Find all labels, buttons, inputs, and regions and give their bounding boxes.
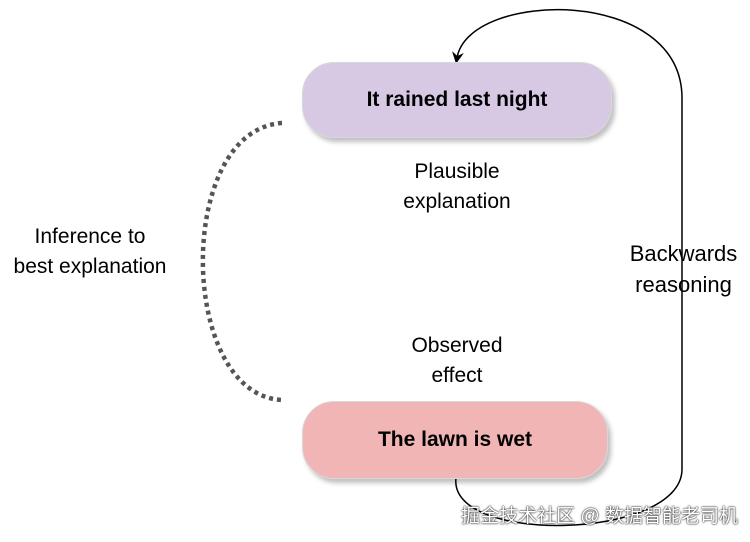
backwards-reasoning-arrow [452,8,683,527]
node-lawn-wet: The lawn is wet [302,401,608,479]
node-it-rained-label: It rained last night [366,88,548,111]
inference-line-2: best explanation [13,255,167,278]
backwards-line-2: reasoning [635,272,732,297]
inference-dotted-arc [200,120,283,403]
plausible-line-1: Plausible [414,160,500,183]
plausible-explanation-label: Plausible explanation [372,157,542,217]
observed-line-2: effect [431,364,483,387]
observed-effect-label: Observed effect [372,331,542,391]
node-lawn-wet-label: The lawn is wet [377,428,533,451]
backwards-reasoning-label: Backwards reasoning [617,238,750,300]
inference-label: Inference to best explanation [0,222,180,282]
plausible-line-2: explanation [403,190,511,213]
watermark: 掘金技术社区 @ 数据智能老司机 [461,506,738,527]
observed-line-1: Observed [411,334,503,357]
node-it-rained: It rained last night [302,62,612,138]
backwards-line-1: Backwards [629,241,738,266]
inference-line-1: Inference to [34,225,146,248]
